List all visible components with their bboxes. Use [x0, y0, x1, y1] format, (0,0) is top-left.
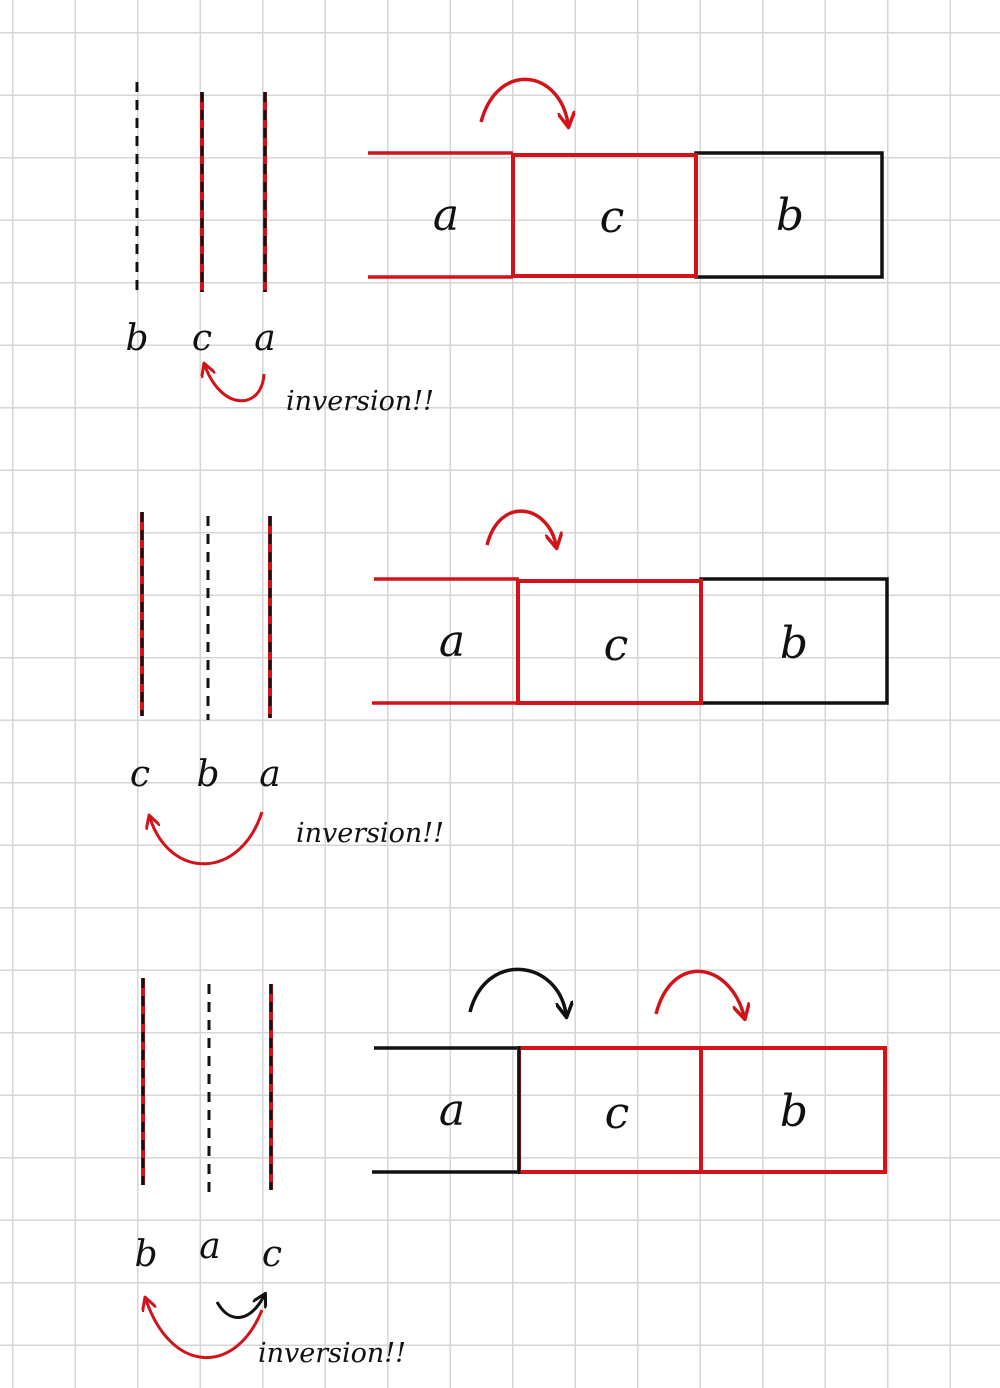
panel-3-swap-arrow-long: [146, 1300, 264, 1360]
panel-1: b c a inversion!! a c b: [125, 77, 884, 417]
panel-3-swap-arrow-short: [215, 1296, 264, 1320]
panel-2-swap-arrow: [150, 811, 264, 866]
panel-2-box-label-3: b: [780, 618, 808, 669]
panel-2-box-middle: [516, 579, 703, 705]
panel-2-move-arrow: [485, 509, 556, 545]
panel-3-box-label-2: c: [605, 1088, 630, 1139]
panel-1-boxes: a c b: [368, 151, 884, 279]
panel-1-move-arrow: [479, 77, 568, 124]
panel-3-line-label-2: a: [199, 1226, 220, 1267]
panel-3-boxes: a c b: [372, 1046, 887, 1174]
panel-1-note: inversion!!: [286, 386, 434, 417]
panel-3-box-label-3: b: [780, 1086, 808, 1137]
panel-1-box-label-3: b: [776, 190, 804, 241]
panel-2-line-label-1: c: [130, 754, 150, 795]
panel-2-note: inversion!!: [296, 818, 444, 849]
panel-1-box-label-2: c: [600, 192, 625, 243]
panel-3: b a c inversion!! a c b: [134, 967, 887, 1369]
panel-3-dashed-lines: [141, 978, 273, 1192]
panel-1-swap-arrow: [205, 366, 266, 403]
panel-2-line-label-3: a: [259, 754, 280, 795]
panel-3-line-label-3: c: [262, 1234, 282, 1275]
panel-2: c b a inversion!! a c b: [130, 509, 889, 866]
panel-1-dashed-lines: [135, 82, 267, 292]
panel-2-box-label-1: a: [439, 616, 465, 667]
panel-3-note: inversion!!: [258, 1338, 406, 1369]
panel-1-line-label-2: c: [192, 318, 212, 359]
panel-2-box-label-2: c: [604, 620, 629, 671]
panel-3-box-right: [699, 1046, 887, 1174]
panel-3-line-label-1: b: [134, 1234, 157, 1275]
panel-3-move-arrow-red: [654, 969, 744, 1016]
panel-2-boxes: a c b: [372, 577, 889, 705]
panel-2-dashed-lines: [140, 512, 272, 720]
panel-1-line-label-1: b: [125, 318, 148, 359]
panel-1-box-label-1: a: [433, 190, 459, 241]
panel-3-move-arrow-black: [468, 967, 566, 1014]
panel-1-line-label-3: a: [254, 318, 275, 359]
panel-1-box-middle: [511, 153, 698, 278]
panel-3-box-label-1: a: [439, 1085, 465, 1136]
panel-2-line-label-2: b: [196, 754, 219, 795]
